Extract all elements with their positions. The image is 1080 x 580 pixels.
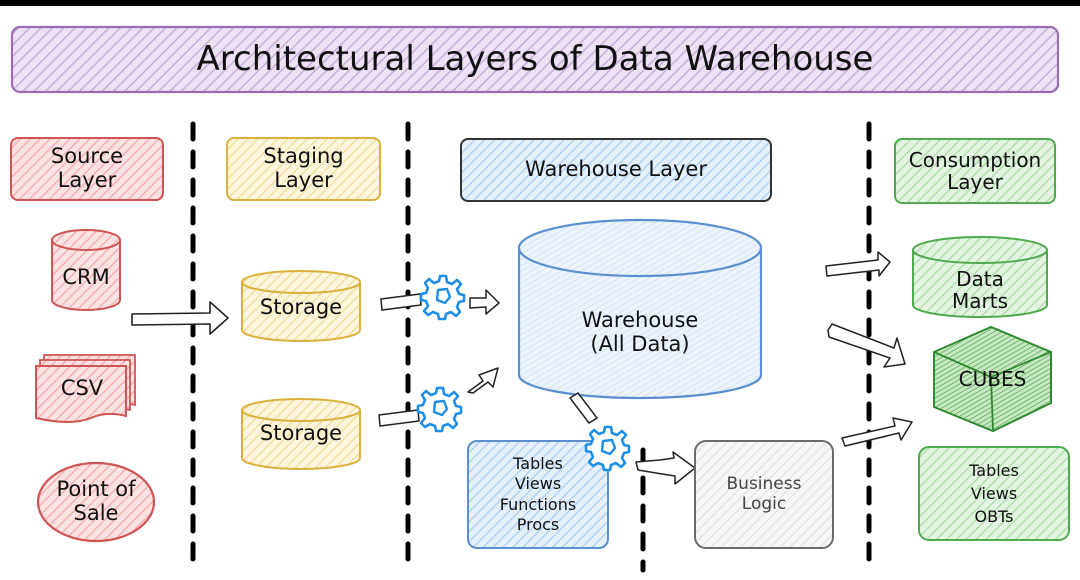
warehouse-layer-heading-box — [460, 138, 772, 202]
heading-line: Layer — [274, 168, 333, 192]
etl-gear-icon-1 — [419, 274, 466, 321]
item-label: CRM — [62, 265, 110, 290]
storage-1-cylinder-shape — [241, 270, 361, 342]
crm-label: CRM — [50, 258, 122, 298]
etl-gear-icon-2 — [416, 386, 463, 433]
heading-line: Source — [50, 144, 124, 169]
source-layer-heading-box — [10, 137, 164, 201]
consumption-layer-heading-box — [894, 138, 1056, 204]
arrow-warehouse-to-cubes — [827, 323, 906, 368]
storage-1-label: Storage — [242, 290, 360, 326]
business-logic-label: Business Logic — [695, 441, 833, 548]
title-banner — [10, 25, 1060, 94]
arrow-warehouse-to-gear — [568, 392, 599, 424]
arrow-gear3-to-business-logic — [635, 451, 696, 485]
item-label: Sale — [73, 501, 119, 525]
arrow-gear1-to-warehouse — [469, 289, 500, 315]
item-label: OBTs — [974, 507, 1014, 527]
staging-layer-heading-box — [226, 137, 381, 201]
arrow-storage1-to-gear — [380, 293, 422, 311]
heading-line: Warehouse Layer — [525, 157, 707, 182]
point-of-sale-ellipse-shape — [36, 461, 156, 543]
heading-line: Staging — [263, 144, 344, 169]
csv-label: CSV — [36, 366, 128, 412]
item-label: Storage — [259, 421, 343, 446]
storage-2-cylinder-shape — [241, 398, 361, 470]
item-label: Procs — [516, 514, 560, 534]
item-label: CSV — [60, 376, 104, 401]
item-label: (All Data) — [590, 332, 690, 356]
heading-line: Layer — [947, 170, 1003, 194]
item-label: Marts — [952, 289, 1008, 313]
cubes-shape — [933, 325, 1052, 433]
csv-documents-shape — [35, 354, 136, 423]
item-label: Views — [514, 474, 562, 494]
arrow-warehouse-to-data-marts — [825, 251, 891, 277]
item-label: Storage — [259, 295, 343, 320]
item-label: CUBES — [958, 366, 1027, 391]
item-label: Functions — [499, 494, 577, 514]
diagram-title: Architectural Layers of Data Warehouse — [12, 27, 1058, 92]
arrow-storage2-to-gear — [378, 409, 420, 427]
data-marts-label: Data Marts — [913, 262, 1047, 318]
storage-2-label: Storage — [242, 416, 360, 452]
warehouse-label: Warehouse (All Data) — [519, 300, 761, 366]
item-label: Tables — [969, 460, 1019, 480]
item-label: Logic — [741, 493, 787, 514]
consumption-objects-label: Tables Views OBTs — [919, 447, 1069, 540]
arrow-gear2-to-warehouse — [467, 367, 499, 394]
item-label: Tables — [513, 453, 563, 473]
item-label: Business — [726, 474, 802, 495]
warehouse-objects-label: Tables Views Functions Procs — [468, 441, 608, 548]
warehouse-objects-box — [467, 440, 609, 549]
cubes-label: CUBES — [934, 362, 1051, 396]
item-label: Warehouse — [581, 308, 699, 333]
diagram-title-text: Architectural Layers of Data Warehouse — [196, 39, 874, 80]
consumption-layer-heading: Consumption Layer — [895, 139, 1055, 203]
data-marts-cylinder-shape — [912, 236, 1048, 318]
crm-cylinder-shape — [51, 229, 121, 311]
item-label: Point of — [56, 477, 136, 502]
arrow-source-to-staging — [131, 301, 229, 335]
staging-layer-heading: Staging Layer — [227, 138, 380, 200]
warehouse-layer-heading: Warehouse Layer — [461, 139, 771, 201]
heading-line: Consumption — [908, 147, 1042, 172]
heading-line: Layer — [57, 168, 117, 192]
source-layer-heading: Source Layer — [11, 138, 163, 200]
arrow-business-logic-to-consumption — [841, 417, 913, 447]
point-of-sale-label: Point of Sale — [38, 468, 154, 536]
consumption-objects-box — [918, 446, 1070, 541]
top-border-bar — [0, 0, 1080, 6]
item-label: Data — [956, 266, 1004, 291]
business-logic-box — [694, 440, 834, 549]
warehouse-cylinder-shape — [517, 218, 763, 400]
item-label: Views — [970, 483, 1018, 503]
